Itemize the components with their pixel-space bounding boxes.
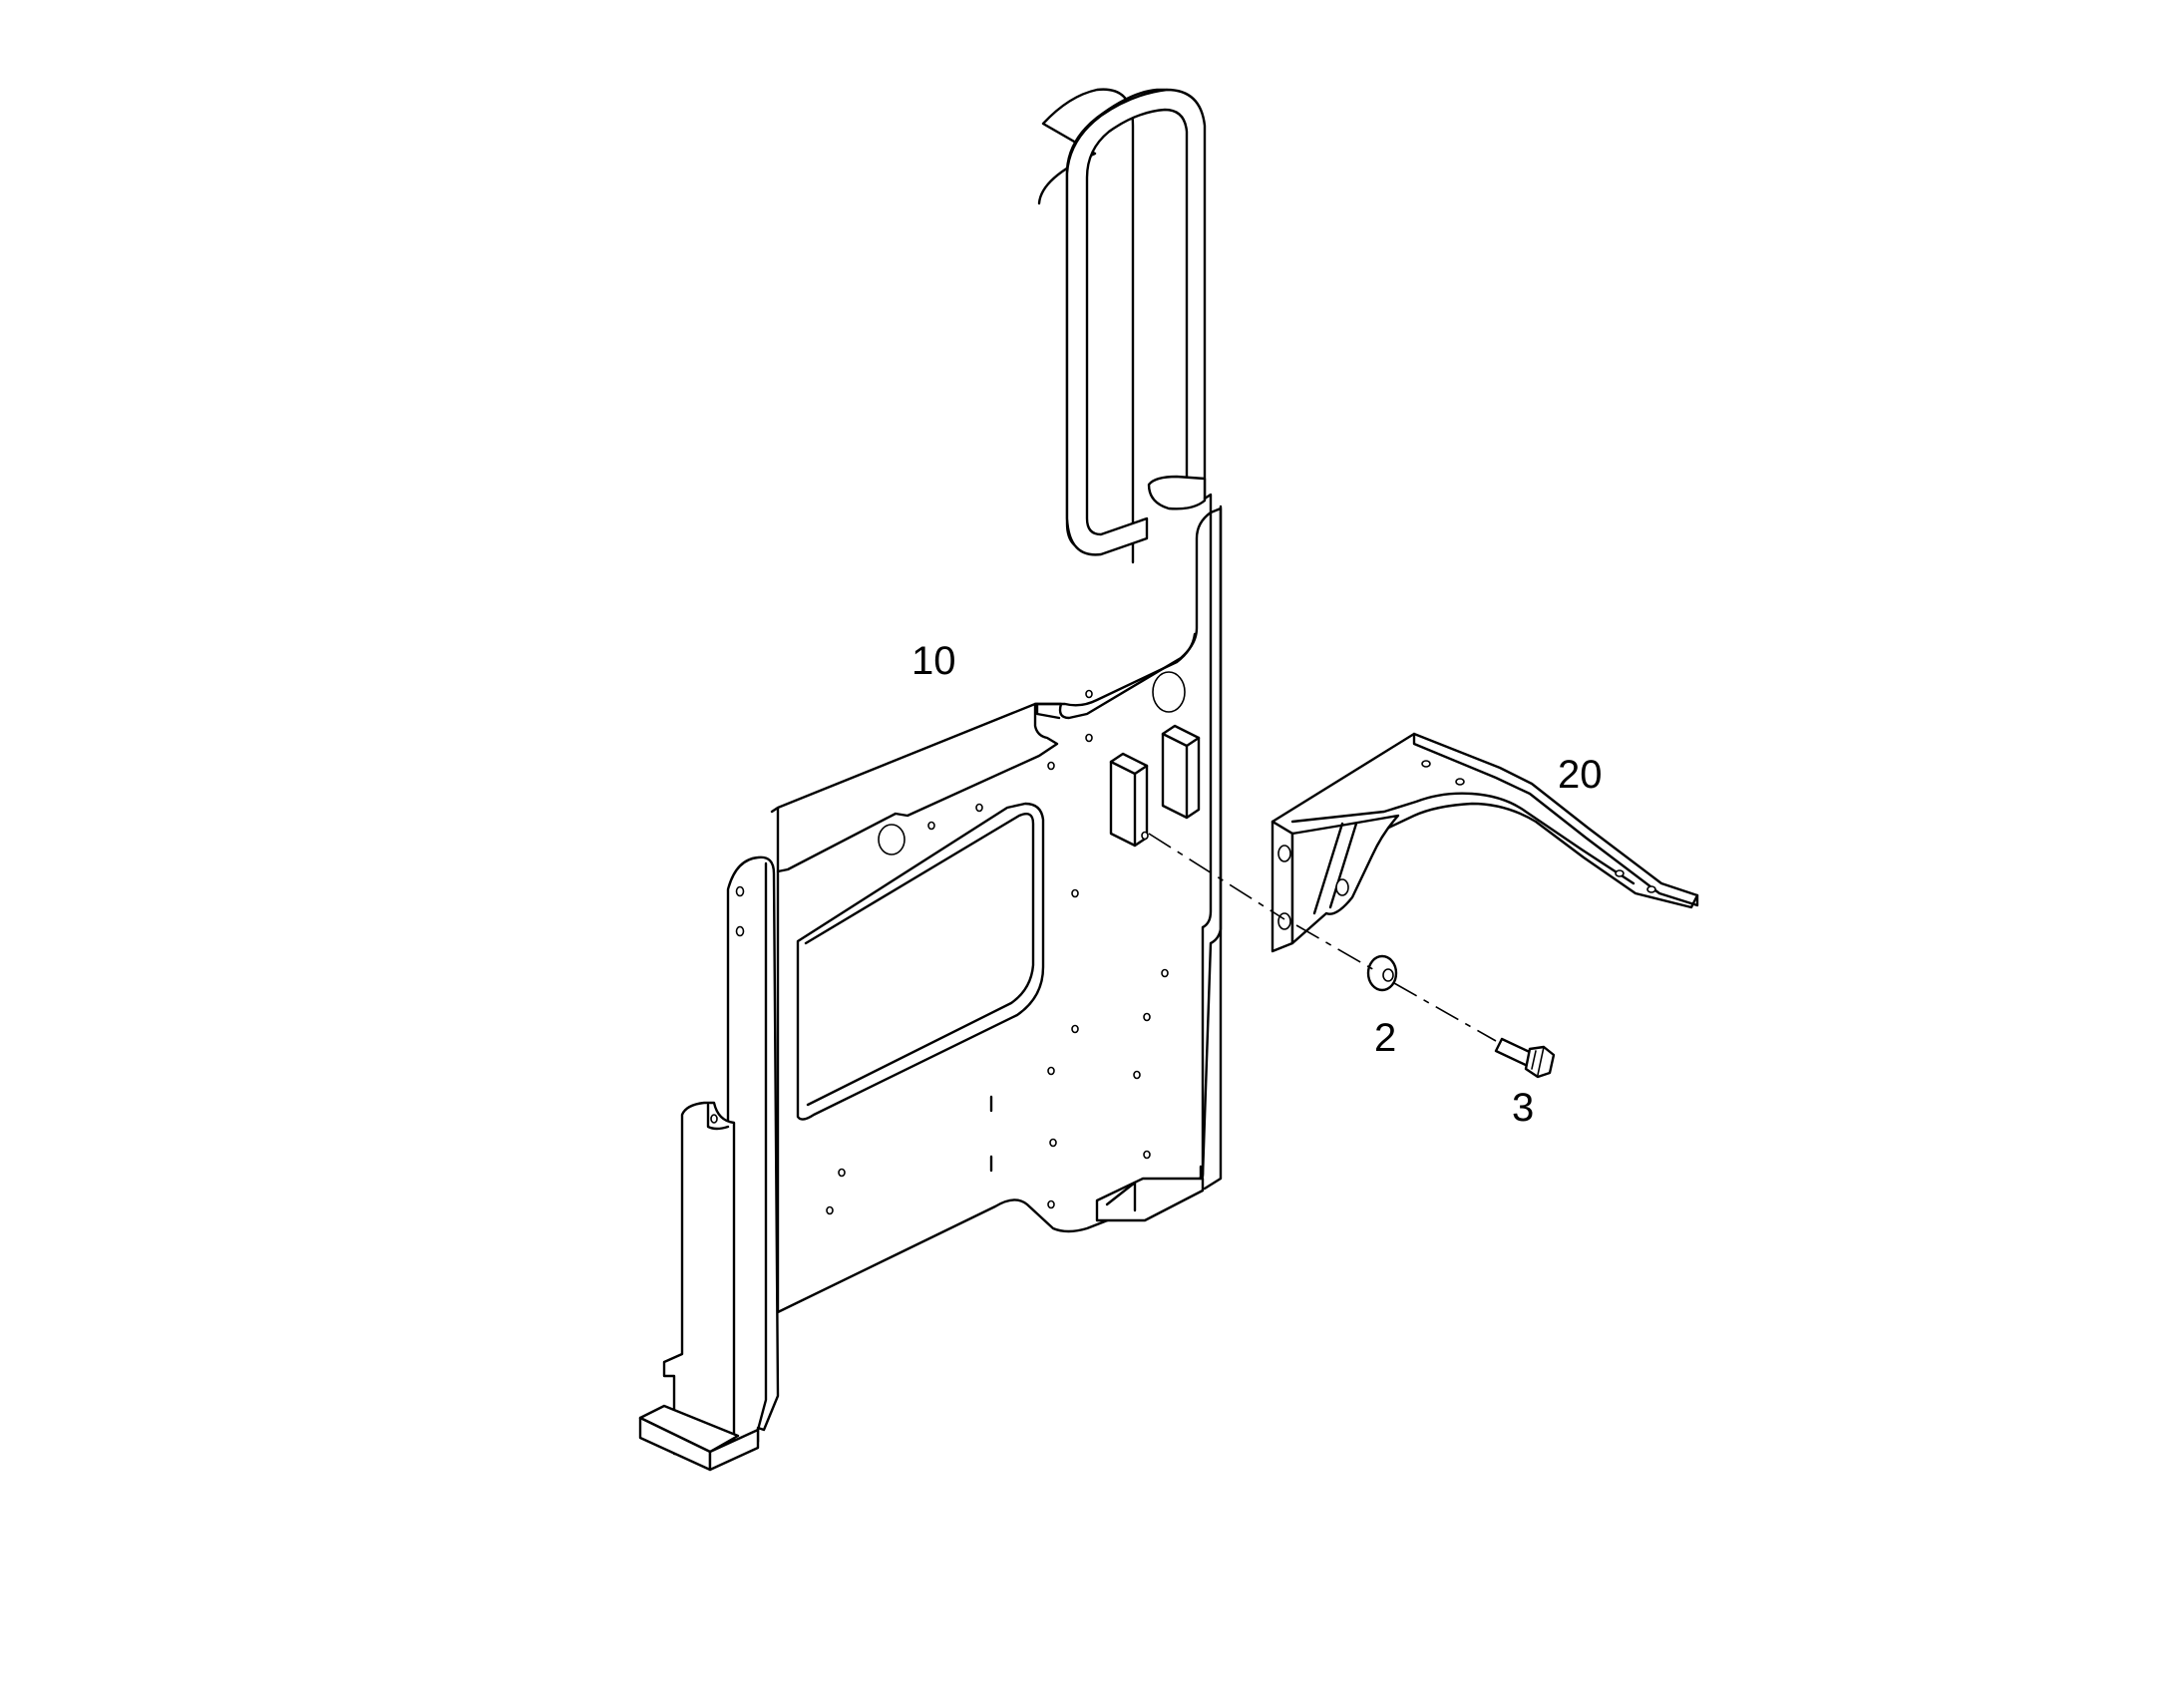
left-boot-inner (706, 1103, 730, 1131)
panel-bottom-foot (1095, 1177, 1205, 1222)
bracket-hole-1 (1277, 845, 1291, 862)
bracket-gusset-line (1312, 822, 1358, 915)
part-2-washer[interactable] (1366, 954, 1398, 992)
mount-block-upper (1161, 724, 1201, 820)
left-post (726, 855, 780, 1444)
part-3-bolt[interactable] (1494, 1037, 1556, 1079)
bracket-hole-3 (1335, 878, 1349, 896)
bracket-top-flange (1271, 732, 1699, 909)
left-boot (662, 1101, 736, 1456)
bracket-top-inner (1290, 792, 1635, 885)
panel-top-edge (776, 632, 1197, 873)
assembly-line (1148, 833, 1497, 1042)
part-10-step-panel[interactable] (638, 88, 1223, 1472)
panel-top-edge-inner (1035, 702, 1061, 720)
left-post-face (756, 861, 768, 1432)
bracket-hole-4 (1421, 760, 1431, 768)
step-cutout (796, 802, 1045, 1121)
bracket-hole-5 (1455, 778, 1465, 786)
bracket-hole-7 (1646, 885, 1656, 893)
washer-inner (1382, 968, 1394, 982)
callout-20: 20 (1558, 753, 1603, 797)
panel-right-edge-2 (1203, 505, 1223, 1191)
bolt-head-face (1531, 1046, 1545, 1076)
handrail-loop (1065, 88, 1207, 556)
bracket-hole-6 (1615, 869, 1625, 877)
panel-large-hole-upper (1152, 671, 1186, 713)
foot-pad-front (708, 1428, 760, 1472)
panel-slots (989, 1095, 1203, 1181)
callout-10: 10 (911, 639, 956, 683)
callout-2: 2 (1374, 1016, 1396, 1060)
bracket-top-flange-edge (1412, 732, 1699, 907)
mount-block-upper-face (1161, 732, 1201, 820)
panel-large-hole-lower (878, 824, 906, 855)
bracket-gusset (1290, 814, 1400, 945)
panel-small-holes (710, 689, 1169, 1215)
part-20-bracket[interactable] (1271, 732, 1699, 953)
callout-3: 3 (1512, 1086, 1534, 1130)
bracket-vertical-flange (1271, 820, 1294, 953)
panel-right-edge (1201, 493, 1213, 1177)
mount-block-lower (1109, 752, 1149, 848)
handrail-mount-cap (1147, 475, 1207, 511)
panel-bottom-foot-inner (1105, 1181, 1137, 1212)
mount-block-lower-face (1109, 760, 1149, 848)
step-cutout-inner (804, 813, 1035, 1107)
